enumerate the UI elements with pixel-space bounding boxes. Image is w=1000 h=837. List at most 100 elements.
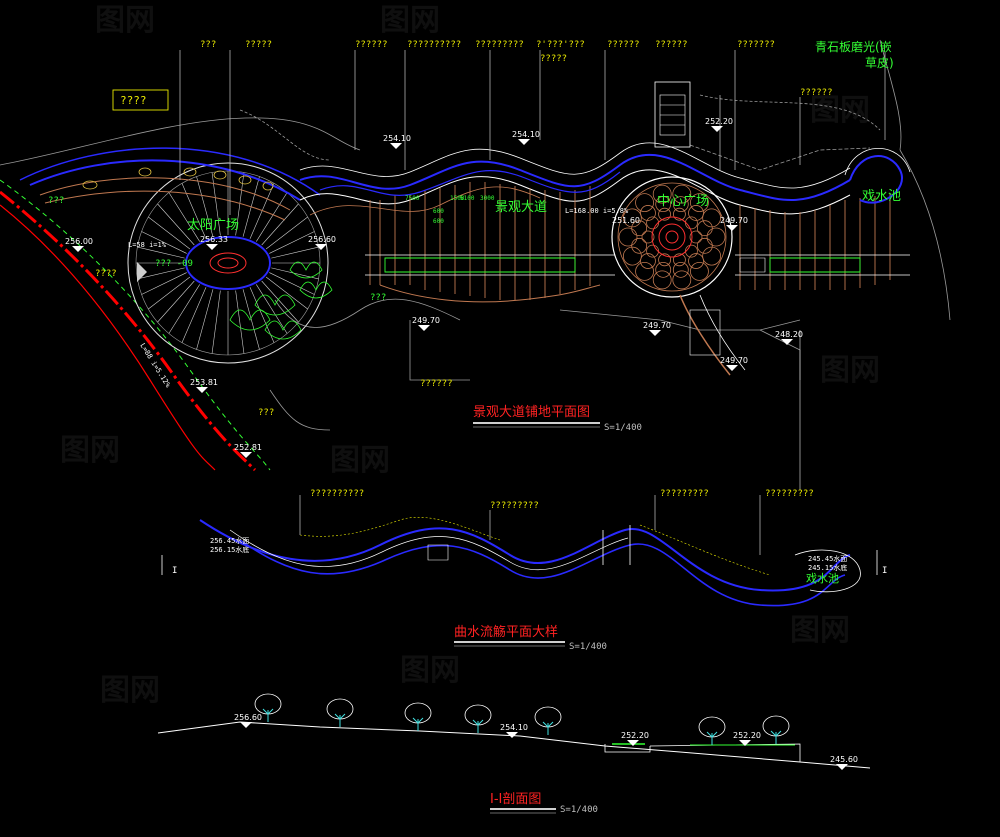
water-level-text: 256.15水底: [210, 545, 249, 554]
central-plaza-label: 中心广场: [657, 194, 709, 209]
elevation-marker: 251.60: [612, 216, 640, 225]
watermark-layer: 图网 图网 图网 图网 图网 图网 图网 图网 图网: [60, 3, 880, 708]
annotation-text: ????: [95, 269, 117, 279]
annotation-text: ??????????: [407, 40, 461, 50]
svg-text:249.70: 249.70: [720, 216, 748, 225]
leader-lines: [179, 50, 886, 490]
watermark-text: 图网: [95, 3, 155, 38]
petal-shape: [688, 205, 704, 221]
svg-text:252.20: 252.20: [621, 731, 649, 740]
svg-text:245.60: 245.60: [830, 755, 858, 764]
svg-text:256.33: 256.33: [200, 235, 228, 244]
sun-ray: [196, 176, 214, 237]
detail-scale: S=1/400: [569, 642, 607, 652]
dimension-text: 5100: [460, 195, 475, 202]
watermark-text: 图网: [100, 673, 160, 708]
elevation-marker: 249.70: [720, 216, 748, 231]
sun-ray: [196, 289, 214, 350]
detail-water-pool-label: 戏水池: [806, 572, 839, 585]
petal-shape: [658, 253, 671, 267]
sun-ray: [137, 246, 185, 259]
svg-text:248.20: 248.20: [775, 330, 803, 339]
elevation-marker: 252.20: [733, 731, 761, 746]
annotation-text: ?????????: [765, 489, 814, 499]
stone-note-line1: 青石板磨光(嵌: [815, 40, 892, 54]
petal-shape: [655, 261, 672, 278]
annotation-text: ??????: [800, 88, 833, 98]
petal-shape: [688, 253, 704, 269]
elevation-marker: 249.70: [412, 316, 440, 331]
petal-shape: [672, 184, 692, 204]
annotation-text: ??? -09: [155, 259, 193, 269]
petal-shape: [655, 196, 672, 213]
tree-icon: [534, 706, 562, 735]
sun-ray: [261, 280, 299, 323]
petal-shape: [640, 205, 656, 221]
sun-ray: [265, 216, 308, 250]
section-title: I-I剖面图: [490, 792, 541, 807]
section-scale: S=1/400: [560, 805, 598, 815]
sun-plaza: [127, 162, 333, 364]
petal-shape: [622, 246, 642, 266]
petal-shape: [658, 207, 671, 221]
sun-ray: [249, 183, 275, 239]
section-marker-left: I: [172, 566, 177, 576]
annotation-text: ?'???'???: [536, 40, 585, 50]
sun-ray: [141, 231, 187, 254]
svg-text:252.81: 252.81: [234, 443, 262, 452]
svg-text:252.20: 252.20: [733, 731, 761, 740]
tree-icon: [404, 702, 432, 731]
sun-plaza-label: 太阳广场: [187, 218, 239, 233]
water-channel-detail: [161, 495, 878, 607]
crescent-bed: [19, 147, 321, 221]
legend-box-label: ????: [120, 94, 147, 107]
svg-text:256.00: 256.00: [65, 237, 93, 246]
elevation-marker: 254.10: [383, 134, 411, 149]
sun-ray: [168, 192, 200, 242]
petal-shape: [646, 244, 659, 258]
watermark-text: 图网: [810, 93, 870, 128]
petal-shape: [672, 196, 689, 213]
svg-text:254.10: 254.10: [500, 723, 528, 732]
water-level-text: 245.45水面: [808, 554, 847, 563]
annotation-text: ??????: [420, 379, 453, 389]
watermark-text: 图网: [330, 443, 390, 478]
elevation-marker: 254.10: [500, 723, 528, 738]
elevation-marker: 252.20: [705, 117, 733, 132]
sun-ray: [261, 203, 299, 246]
elevation-marker: 256.00: [65, 237, 93, 252]
elevation-marker: 248.20: [775, 330, 803, 345]
annotation-text: ??????: [607, 40, 640, 50]
stone-note-line2: 草皮): [865, 56, 894, 70]
petal-shape: [689, 230, 703, 244]
annotation-text: ???: [370, 293, 386, 303]
petal-shape: [652, 184, 672, 204]
svg-text:249.70: 249.70: [412, 316, 440, 325]
petal-shape: [685, 244, 698, 258]
sun-ray: [211, 290, 221, 354]
elevation-markers: 254.10 254.10 252.20 256.00 256.33 256.6…: [65, 117, 803, 458]
petal-shape: [702, 208, 722, 228]
svg-text:256.60: 256.60: [308, 235, 336, 244]
elevation-marker: 256.60: [308, 235, 336, 250]
section-annotations: 256.60 254.10 252.20 252.20 245.60 I-I剖面…: [234, 713, 858, 815]
annotation-text: ?????: [540, 54, 567, 64]
road-slope-text: L=58 i=1%: [128, 241, 167, 249]
sun-ray: [256, 284, 288, 334]
petal-shape: [685, 216, 698, 230]
petal-shape: [696, 220, 713, 237]
petal-shape: [641, 230, 655, 244]
petal-shape: [652, 270, 672, 290]
dimension-text: 600: [433, 218, 444, 225]
petal-shape: [631, 220, 648, 237]
sun-ray: [181, 287, 207, 343]
plan-title: 景观大道铺地平面图: [473, 405, 590, 420]
water-level-text: 256.45水面: [210, 536, 249, 545]
svg-text:249.70: 249.70: [643, 321, 671, 330]
annotation-text: ???: [258, 408, 274, 418]
section-profile: [157, 693, 871, 769]
detail-title: 曲水流觞平面大样: [454, 625, 558, 640]
annotation-text: ???????: [737, 40, 775, 50]
svg-text:256.60: 256.60: [234, 713, 262, 722]
